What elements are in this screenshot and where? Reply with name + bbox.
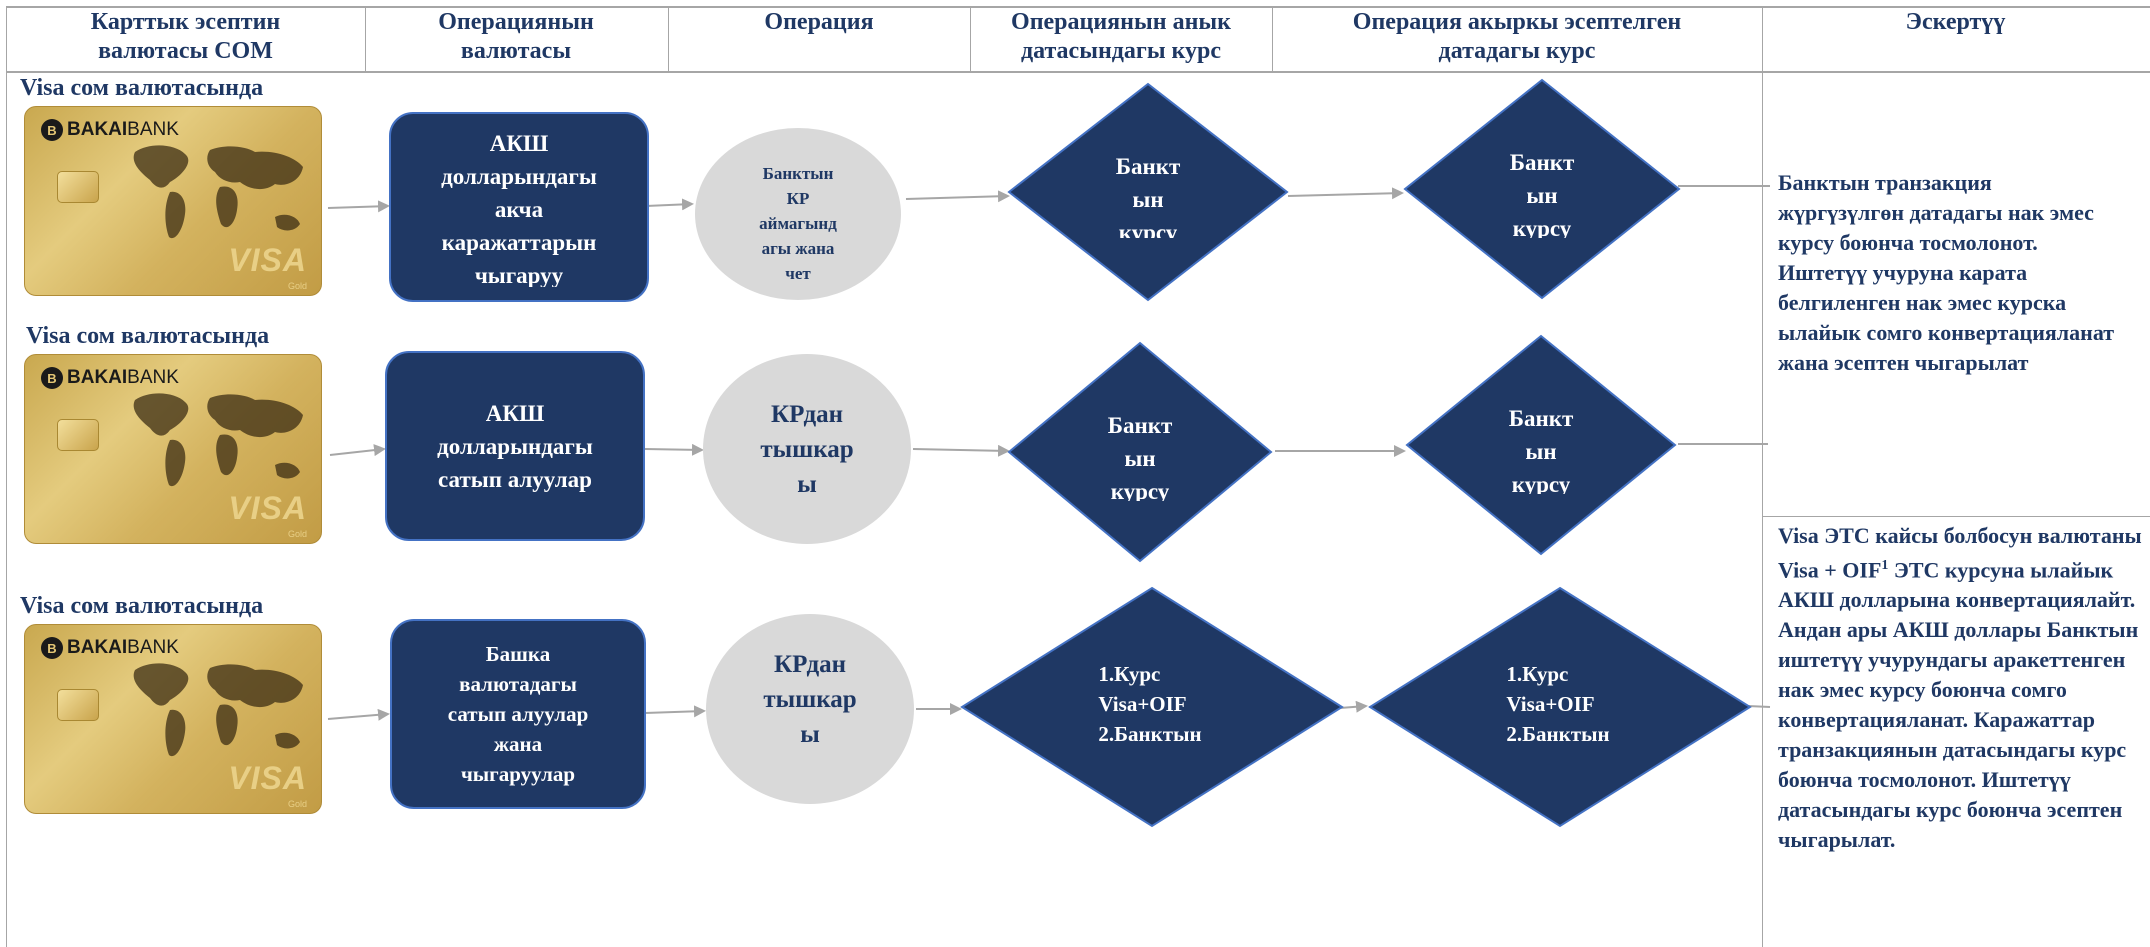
- rate-final-diamond: [1368, 586, 1752, 828]
- header-bottom-border: [6, 71, 2150, 73]
- row-title: Visa сом валютасында: [20, 593, 264, 619]
- row-title: Visa сом валютасында: [20, 75, 264, 101]
- connector-arrow: [1287, 187, 1404, 200]
- world-map-icon: [133, 393, 303, 487]
- card-tier: Gold: [287, 799, 307, 809]
- connector-arrow: [329, 444, 386, 457]
- connector-arrow: [912, 444, 1010, 457]
- rate-final-diamond: [1403, 78, 1681, 300]
- rate-actual-diamond: [1007, 341, 1273, 563]
- world-map-icon: [133, 663, 303, 757]
- connector-arrow: [905, 190, 1010, 203]
- visa-logo: VISA: [228, 760, 307, 796]
- connector-arrow: [1339, 700, 1368, 713]
- connector-arrow: [327, 708, 390, 721]
- rate-actual-diamond: [1007, 82, 1289, 302]
- header-note: Эскертүү: [1905, 9, 2006, 35]
- world-map-icon: [133, 145, 303, 239]
- note-divider: [1762, 516, 2150, 517]
- connector-arrow: [327, 200, 390, 213]
- header-divider: [970, 6, 971, 72]
- card-tier: Gold: [287, 281, 307, 291]
- connector-arrow: [644, 443, 704, 456]
- card-tier: Gold: [287, 529, 307, 539]
- header-divider: [365, 6, 366, 72]
- table-left-border: [6, 6, 7, 947]
- rate-final-diamond: [1405, 334, 1677, 556]
- visa-logo: VISA: [228, 242, 307, 278]
- connector-arrow: [644, 705, 706, 718]
- rate-actual-diamond: [960, 586, 1344, 828]
- header-divider: [668, 6, 669, 72]
- connector-line: [1747, 705, 1771, 708]
- row-title: Visa сом валютасында: [26, 323, 270, 349]
- header-operation: Операция: [764, 9, 874, 35]
- note-local-rate: Банктын транзакция жүргүзүлгөн датадагы …: [1778, 170, 2115, 375]
- header-divider: [1272, 6, 1273, 72]
- card-chip-icon: [57, 419, 99, 451]
- note-column-border: [1762, 6, 1763, 947]
- note-foreign-rate: Visa ЭТС кайсы болбосун валютаны Visa + …: [1778, 523, 2142, 853]
- connector-arrow: [645, 198, 694, 211]
- card-chip-icon: [57, 171, 99, 203]
- visa-logo: VISA: [228, 490, 307, 526]
- table-top-border: [6, 6, 2150, 8]
- card-chip-icon: [57, 689, 99, 721]
